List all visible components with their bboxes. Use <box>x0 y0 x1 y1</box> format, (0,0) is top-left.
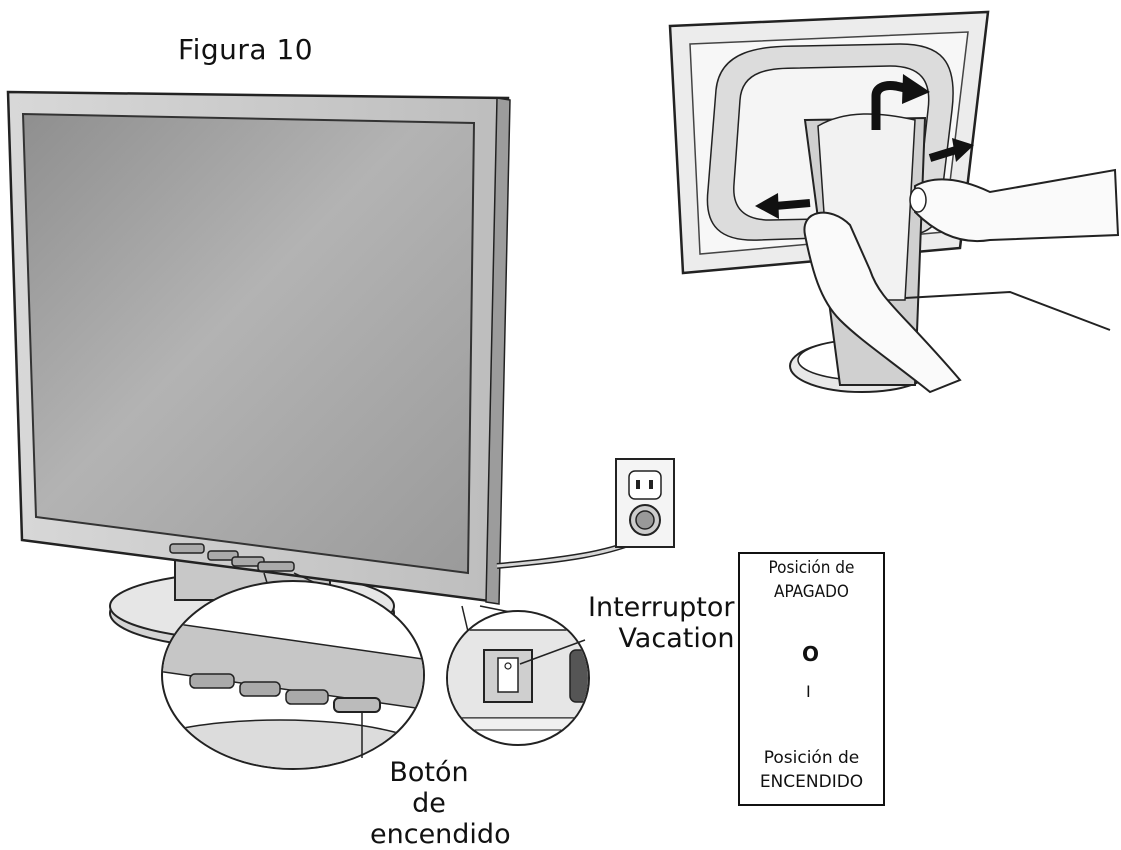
power-button-label-line2: encendido <box>370 819 511 850</box>
vacation-switch-label-line1: Interruptor <box>588 592 735 623</box>
monitor-back <box>668 10 1120 394</box>
diagram-illustration <box>6 10 1120 770</box>
vacation-switch-label-line2: Vacation <box>618 623 735 654</box>
vacation-switch-label: Interruptor Vacation <box>588 592 734 654</box>
off-symbol: O <box>802 642 820 666</box>
figure-title: Figura 10 <box>178 33 314 66</box>
on-position-label: Posición de ENCENDIDO <box>740 746 883 794</box>
front-buttons <box>169 543 295 572</box>
power-button-zoom <box>161 572 425 770</box>
off-position-line2: APAGADO <box>774 582 849 602</box>
vacation-switch-zoom <box>446 605 590 746</box>
monitor-front <box>6 90 511 650</box>
switch-legend-box: Posición de APAGADO O I Posición de ENCE… <box>738 552 885 806</box>
on-symbol: I <box>806 682 811 701</box>
off-position-label: Posición de APAGADO <box>740 556 883 604</box>
on-position-line2: ENCENDIDO <box>759 772 864 792</box>
on-position-line1: Posición de <box>763 748 860 768</box>
power-outlet <box>496 458 675 569</box>
off-position-line1: Posición de <box>768 558 855 578</box>
power-button-label-line1: Botón de <box>389 757 469 819</box>
power-button-label: Botón de encendido <box>370 757 511 850</box>
